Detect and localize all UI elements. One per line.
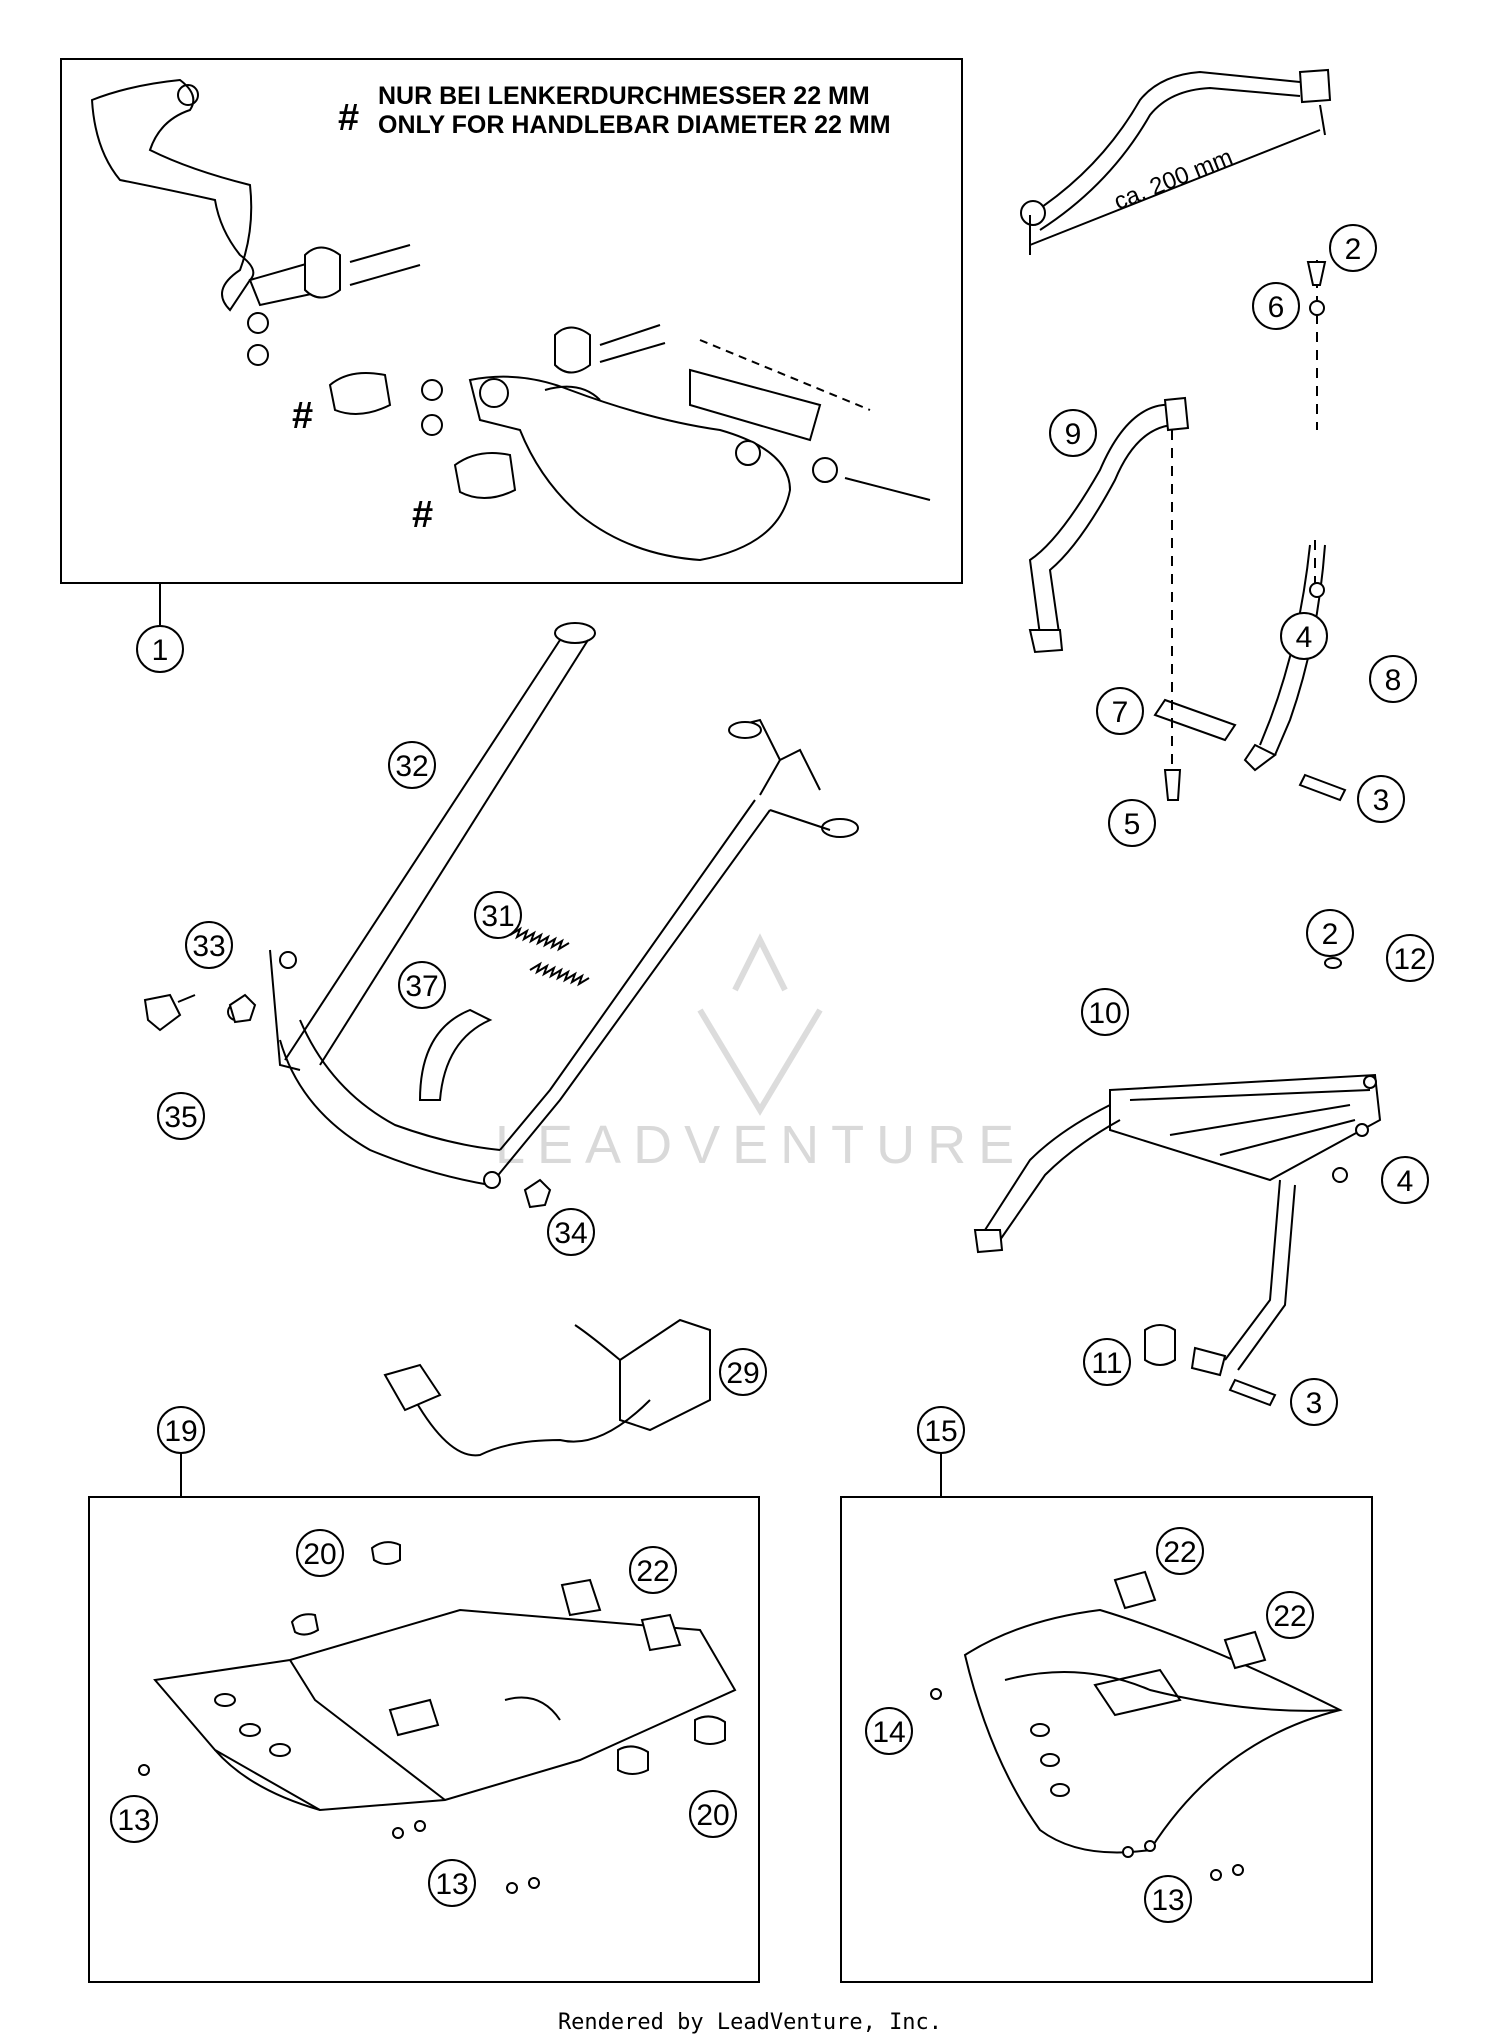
- callout-35: 35: [157, 1092, 205, 1140]
- callout-2: 2: [1329, 224, 1377, 272]
- svg-text:22: 22: [1273, 1600, 1306, 1633]
- callout-6: 6: [1252, 282, 1300, 330]
- stand-hardware: [143, 993, 552, 1209]
- callout-31: 31: [474, 891, 522, 939]
- svg-text:9: 9: [1065, 418, 1082, 451]
- note-hash: #: [338, 97, 359, 139]
- handguard-right: [421, 324, 931, 562]
- callout-37: 37: [398, 961, 446, 1009]
- svg-text:32: 32: [395, 750, 428, 783]
- svg-text:7: 7: [1112, 696, 1129, 729]
- bracket-7: [1153, 698, 1237, 742]
- luggage-rack: [973, 1073, 1382, 1377]
- callout-9: 9: [1049, 409, 1097, 457]
- svg-text:8: 8: [1385, 664, 1402, 697]
- svg-text:29: 29: [726, 1357, 759, 1390]
- main-stand: [269, 622, 859, 1189]
- svg-text:13: 13: [435, 1868, 468, 1901]
- skid-plate-15-box: [840, 1496, 1373, 1983]
- callout-1: 1: [136, 625, 184, 673]
- svg-text:14: 14: [872, 1716, 905, 1749]
- warning-light: [383, 1318, 711, 1457]
- spacer-sleeve-right: [453, 452, 517, 499]
- handguard-left: [90, 78, 332, 312]
- callout-8: 8: [1369, 655, 1417, 703]
- svg-text:22: 22: [636, 1555, 669, 1588]
- callout-3: 3: [1357, 775, 1405, 823]
- handguard-left-clamp: [247, 244, 421, 366]
- svg-text:13: 13: [117, 1804, 150, 1837]
- svg-text:37: 37: [405, 970, 438, 1003]
- callout-4: 4: [1280, 612, 1328, 660]
- callout-22c: 22: [1266, 1591, 1314, 1639]
- svg-text:2: 2: [1345, 233, 1362, 266]
- svg-text:12: 12: [1393, 943, 1426, 976]
- callout-29: 29: [719, 1348, 767, 1396]
- svg-text:4: 4: [1397, 1165, 1414, 1198]
- callout-11: 11: [1083, 1338, 1131, 1386]
- skid-plate-19: [153, 1608, 737, 1812]
- note-line-de: NUR BEI LENKERDURCHMESSER 22 MM: [378, 82, 870, 110]
- skid-plate-19-hardware: [138, 1541, 726, 1894]
- callout-15: 15: [917, 1406, 965, 1454]
- svg-text:6: 6: [1268, 291, 1285, 324]
- svg-text:20: 20: [303, 1538, 336, 1571]
- callout-32: 32: [388, 741, 436, 789]
- svg-text:5: 5: [1124, 808, 1141, 841]
- svg-text:31: 31: [481, 900, 514, 933]
- svg-text:3: 3: [1306, 1387, 1323, 1420]
- watermark-logo: [697, 933, 823, 1116]
- svg-text:13: 13: [1151, 1884, 1184, 1917]
- svg-text:2: 2: [1322, 918, 1339, 951]
- handguard-kit-box: [60, 58, 963, 584]
- note-line-en: ONLY FOR HANDLEBAR DIAMETER 22 MM: [378, 111, 891, 139]
- axis-lines: [1171, 260, 1318, 780]
- skid-plate-19-box: [88, 1496, 760, 1983]
- springs-31: [509, 926, 590, 987]
- brace-bar-9: [1028, 396, 1190, 654]
- svg-text:35: 35: [164, 1101, 197, 1134]
- svg-text:3: 3: [1373, 784, 1390, 817]
- callout-10: 10: [1081, 988, 1129, 1036]
- hash-mark-right: #: [412, 494, 433, 536]
- footer-credit: Rendered by LeadVenture, Inc.: [558, 2010, 942, 2035]
- svg-text:19: 19: [164, 1415, 197, 1448]
- callout-7: 7: [1096, 687, 1144, 735]
- callout-13: 13: [110, 1795, 158, 1843]
- svg-text:34: 34: [554, 1217, 587, 1250]
- callout-34: 34: [547, 1208, 595, 1256]
- hash-mark-left: #: [292, 395, 313, 437]
- callout-5: 5: [1108, 799, 1156, 847]
- svg-text:22: 22: [1163, 1536, 1196, 1569]
- svg-text:10: 10: [1088, 997, 1121, 1030]
- skid-plate-15-hardware: [930, 1570, 1267, 1881]
- svg-text:1: 1: [152, 634, 169, 667]
- callout-14: 14: [865, 1707, 913, 1755]
- spacer-sleeve-left: [328, 372, 392, 415]
- dimension-label: ca. 200 mm: [1110, 144, 1236, 216]
- watermark-text: LEADVENTURE: [495, 1115, 1026, 1175]
- svg-text:33: 33: [192, 930, 225, 963]
- callout-22: 22: [629, 1546, 677, 1594]
- brace-bar-dimension: [1020, 68, 1332, 255]
- svg-text:11: 11: [1091, 1347, 1122, 1380]
- callout-13c: 13: [1144, 1875, 1192, 1923]
- callout-33: 33: [185, 921, 233, 969]
- skid-plate-15: [963, 1608, 1343, 1854]
- callout-19: 19: [157, 1406, 205, 1454]
- callout-2b: 2: [1306, 909, 1354, 957]
- callout-4b: 4: [1381, 1156, 1429, 1204]
- fasteners-top-right: [1163, 261, 1347, 802]
- svg-text:20: 20: [696, 1799, 729, 1832]
- spring-bracket-37: [418, 1008, 493, 1101]
- svg-text:15: 15: [924, 1415, 957, 1448]
- svg-text:4: 4: [1296, 621, 1313, 654]
- callout-3b: 3: [1290, 1378, 1338, 1426]
- callout-13b: 13: [428, 1859, 476, 1907]
- callout-20b: 20: [689, 1790, 737, 1838]
- callout-20: 20: [296, 1529, 344, 1577]
- callout-22b: 22: [1156, 1527, 1204, 1575]
- callout-12: 12: [1386, 934, 1434, 982]
